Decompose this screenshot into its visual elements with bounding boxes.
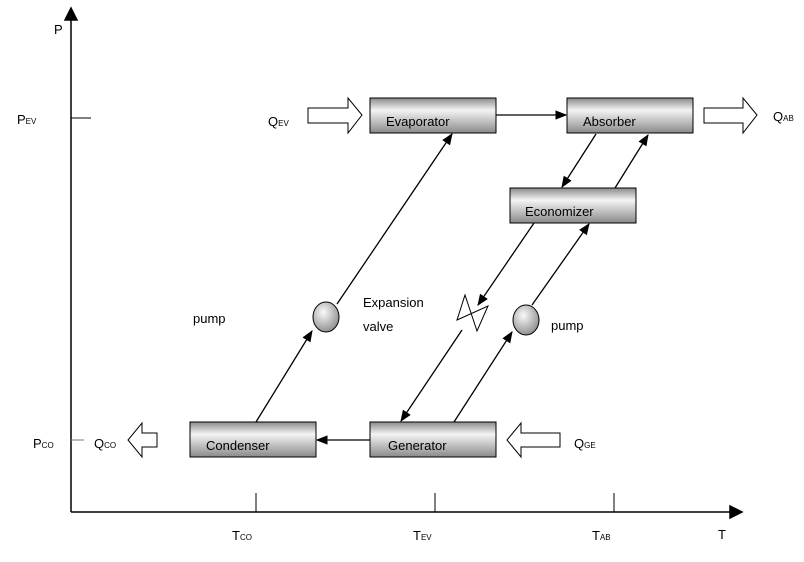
q-co-label: QCO	[94, 436, 116, 451]
x-axis-label: T	[718, 527, 726, 542]
svg-text:Evaporator: Evaporator	[386, 114, 450, 129]
pev-label: PEV	[17, 112, 37, 127]
svg-text:Generator: Generator	[388, 438, 447, 453]
expansion-valve-label-1: Expansion	[363, 295, 424, 310]
q-ab-arrow-icon	[703, 96, 758, 135]
condenser-box: Condenser	[189, 421, 317, 458]
svg-text:Economizer: Economizer	[525, 204, 594, 219]
y-axis-label: P	[54, 22, 63, 37]
pump-right-icon	[512, 304, 540, 336]
tco-label: TCO	[232, 528, 252, 543]
pump-left-label: pump	[193, 311, 226, 326]
economizer-box: Economizer	[509, 187, 637, 224]
svg-text:Condenser: Condenser	[206, 438, 270, 453]
pump-left-icon	[312, 301, 340, 333]
pco-label: PCO	[33, 436, 54, 451]
q-co-arrow-icon	[127, 421, 158, 459]
axes	[63, 6, 744, 520]
evaporator-box: Evaporator	[369, 97, 497, 134]
generator-box: Generator	[369, 421, 497, 458]
q-ab-label: QAB	[773, 109, 794, 124]
expansion-valve-label-2: valve	[363, 319, 393, 334]
expansion-valve-icon	[456, 293, 489, 333]
q-ge-arrow-icon	[506, 421, 561, 459]
t-ticks	[255, 493, 615, 512]
tab-label: TAB	[592, 528, 611, 543]
pump-right-label: pump	[551, 318, 584, 333]
q-ge-label: QGE	[574, 436, 596, 451]
absorber-box: Absorber	[566, 97, 694, 134]
q-ev-arrow-icon	[307, 96, 363, 135]
q-ev-label: QEV	[268, 114, 289, 129]
svg-text:Absorber: Absorber	[583, 114, 636, 129]
tev-label: TEV	[413, 528, 432, 543]
flow-lines	[255, 110, 649, 445]
